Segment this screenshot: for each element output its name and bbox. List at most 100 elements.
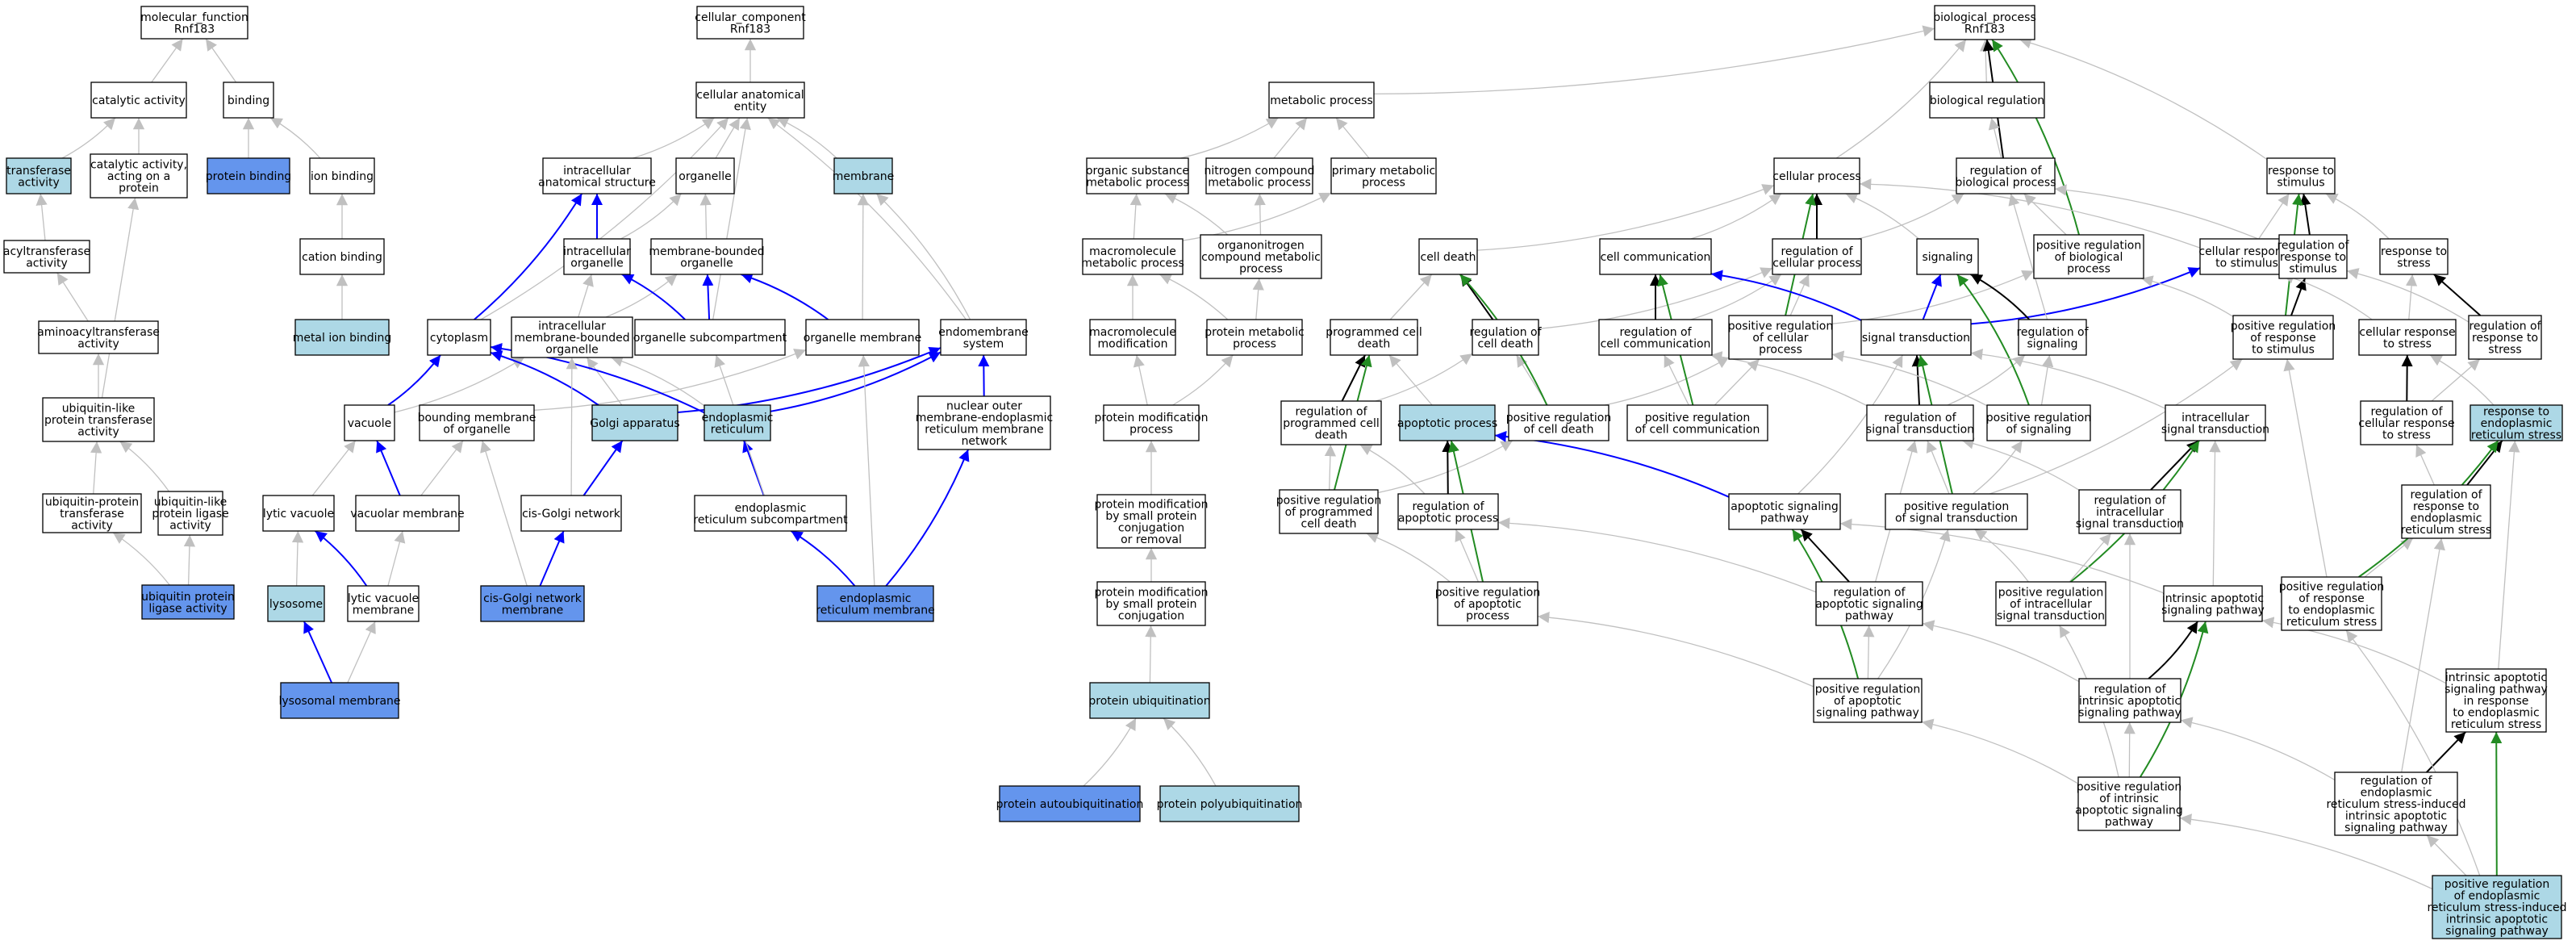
term-node-protubq[interactable]: protein ubiquitination bbox=[1088, 682, 1211, 719]
term-node-membrane[interactable]: membrane bbox=[833, 157, 895, 194]
term-node-cyto[interactable]: cytoplasm bbox=[427, 319, 491, 356]
term-node-lytvac[interactable]: lytic vacuole bbox=[262, 495, 335, 532]
term-node-protbind[interactable]: protein binding bbox=[206, 157, 291, 194]
term-node-protpoly[interactable]: protein polyubiquitination bbox=[1157, 785, 1303, 822]
term-node-cat[interactable]: catalytic activity bbox=[90, 82, 187, 119]
term-node-cellproc[interactable]: cellular process bbox=[1772, 157, 1861, 194]
term-node-metab[interactable]: metabolic process bbox=[1268, 82, 1375, 119]
term-node-nuclear[interactable]: nuclear outermembrane-endoplasmicreticul… bbox=[916, 395, 1053, 450]
term-node-apop[interactable]: apoptotic process bbox=[1397, 404, 1497, 441]
term-node-celldeath[interactable]: cell death bbox=[1418, 238, 1478, 275]
term-node-bioreg[interactable]: biological regulation bbox=[1929, 82, 2045, 119]
term-node-vacuole[interactable]: vacuole bbox=[344, 404, 395, 441]
term-node-sigtrans[interactable]: signal transduction bbox=[1860, 319, 1972, 356]
term-node-metal[interactable]: metal ion binding bbox=[293, 319, 392, 356]
term-node-ionbind[interactable]: ion binding bbox=[309, 157, 375, 194]
term-node-orgsub[interactable]: organelle subcompartment bbox=[633, 319, 787, 356]
term-node-lysomem[interactable]: lysosomal membrane bbox=[278, 682, 401, 719]
term-node-vacmem[interactable]: vacuolar membrane bbox=[350, 495, 465, 532]
term-node-cellcomm[interactable]: cell communication bbox=[1599, 238, 1712, 275]
term-node-golgi[interactable]: Golgi apparatus bbox=[590, 404, 680, 441]
term-node-protauto[interactable]: protein autoubiquitination bbox=[996, 785, 1144, 822]
term-node-cisgolgi[interactable]: cis-Golgi network bbox=[520, 495, 622, 532]
term-node-organelle[interactable]: organelle bbox=[675, 157, 735, 194]
term-node-bind[interactable]: binding bbox=[223, 82, 274, 119]
term-node-cation[interactable]: cation binding bbox=[299, 238, 385, 275]
term-node-orgmem[interactable]: organelle membrane bbox=[804, 319, 921, 356]
term-node-lysosome[interactable]: lysosome bbox=[267, 585, 325, 622]
